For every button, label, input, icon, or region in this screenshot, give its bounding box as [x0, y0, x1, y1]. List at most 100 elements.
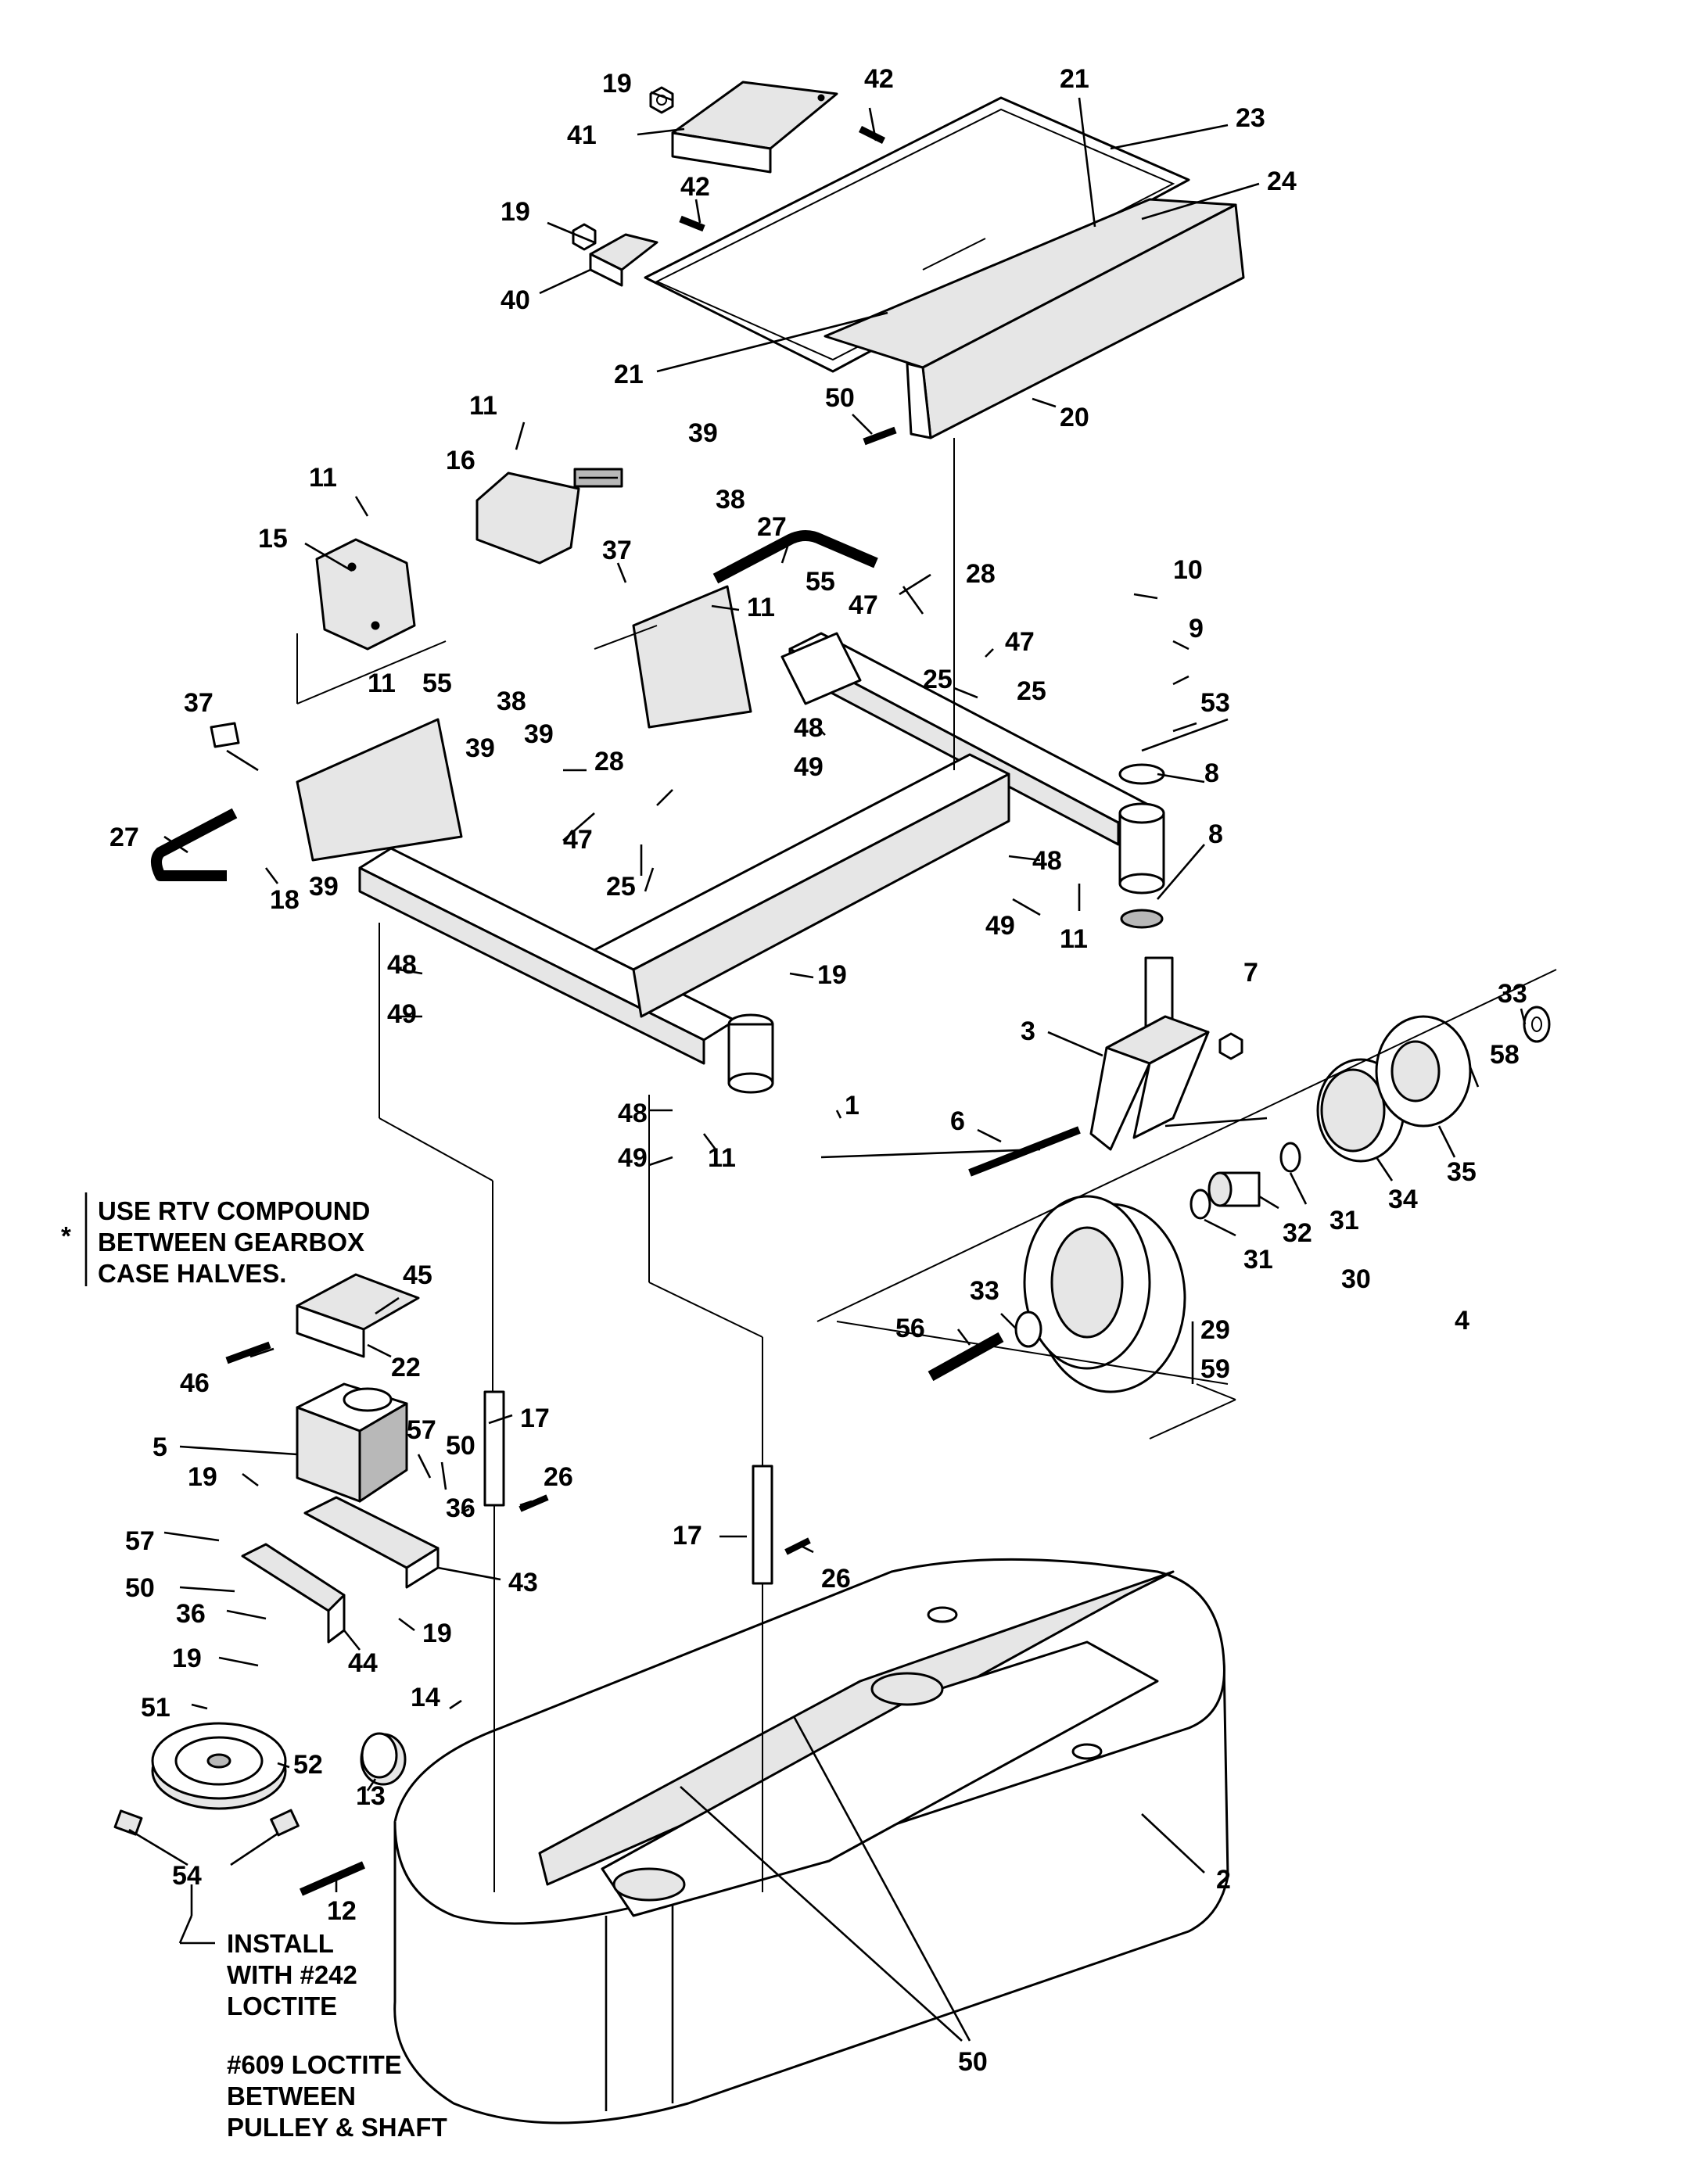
idler-13 [360, 1732, 407, 1786]
leader-lines [84, 91, 1527, 2042]
callout-label: 29 [1200, 1315, 1230, 1345]
callout-label: 19 [817, 960, 847, 990]
adapter-plate-44 [241, 1543, 346, 1644]
note-loctite-609: #609 LOCTITE BETWEEN PULLEY & SHAFT [227, 2050, 447, 2142]
callout-label: 10 [1173, 555, 1203, 585]
bolt-46 [225, 1341, 271, 1364]
callout-label: 38 [497, 687, 526, 716]
clip-37-left [210, 722, 240, 748]
callout-label: 27 [109, 823, 139, 852]
callout-label: 8 [1208, 819, 1223, 849]
callout-label: 36 [176, 1599, 206, 1629]
caster-fork-3 [1089, 956, 1210, 1151]
callout-label: 48 [618, 1099, 648, 1128]
callout-label: 33 [970, 1276, 999, 1306]
callout-label: 2 [1216, 1865, 1231, 1895]
mower-deck-2 [393, 1558, 1229, 2124]
caster-spindle-8 [1118, 763, 1165, 929]
callout-label: 11 [309, 463, 337, 493]
lift-handle-27-left [151, 808, 238, 881]
callout-label: 31 [1243, 1245, 1273, 1275]
callout-label: 20 [1060, 403, 1089, 432]
callout-label: 25 [606, 872, 636, 902]
callout-label: 59 [1200, 1354, 1230, 1384]
callout-label: 27 [757, 512, 787, 542]
callout-label: 42 [680, 172, 710, 202]
callout-label: 47 [1005, 627, 1035, 657]
callout-label: 51 [141, 1693, 170, 1723]
callout-label: 17 [520, 1404, 550, 1433]
callout-label: 39 [465, 733, 495, 763]
callout-label: 16 [446, 446, 475, 475]
insert-54-right [270, 1809, 300, 1837]
callout-label: 53 [1200, 688, 1230, 718]
bolt-50-cover [863, 426, 897, 446]
gearbox-cover-45 [296, 1273, 420, 1358]
callout-label: 57 [407, 1415, 436, 1445]
callout-label: 25 [1017, 676, 1046, 706]
callout-label: 41 [567, 120, 597, 150]
callout-label: 24 [1267, 167, 1297, 196]
callout-label: 28 [966, 559, 996, 589]
callout-label: 50 [825, 383, 855, 413]
hinge-bracket-41 [671, 81, 838, 174]
note-loctite-line: PULLEY & SHAFT [227, 2113, 447, 2142]
clip-pin-26-left [518, 1494, 549, 1512]
wheel-29 [1023, 1195, 1186, 1393]
callout-label: 55 [422, 669, 452, 698]
callout-label: 22 [391, 1353, 421, 1382]
callout-label: 46 [180, 1368, 210, 1398]
bolt-42-a [858, 125, 886, 145]
callout-label: 1 [845, 1091, 859, 1120]
callout-label: 11 [747, 593, 775, 622]
callout-label: 26 [821, 1564, 851, 1594]
callout-label: 15 [258, 524, 288, 554]
note-loctite-line: BETWEEN [227, 2081, 356, 2110]
callout-label: 3 [1021, 1016, 1035, 1046]
callout-label: 48 [1032, 846, 1062, 876]
callout-label: 4 [1455, 1306, 1469, 1336]
callout-label: 49 [794, 752, 824, 782]
callout-label: 25 [923, 665, 953, 694]
callout-label: 45 [403, 1260, 432, 1290]
callout-label: 21 [614, 360, 644, 389]
callout-label: 56 [895, 1314, 925, 1343]
callout-label: 48 [387, 950, 417, 980]
callout-label: 40 [501, 285, 530, 315]
callout-label: 28 [594, 747, 624, 776]
callout-label: 50 [125, 1573, 155, 1603]
callout-label: 47 [563, 825, 593, 855]
note-rtv-line: USE RTV COMPOUND [98, 1196, 370, 1225]
callout-label: 43 [508, 1568, 538, 1597]
note-rtv-line: BETWEEN GEARBOX [98, 1228, 364, 1257]
callout-label: 39 [688, 418, 718, 448]
callout-label: 21 [1060, 64, 1089, 94]
callout-label: 34 [1388, 1185, 1418, 1214]
callout-label: 9 [1189, 614, 1204, 644]
axle-56 [928, 1332, 1004, 1382]
nut-19-top [649, 86, 674, 114]
bolt-12 [299, 1861, 366, 1896]
callout-label: 13 [356, 1781, 386, 1811]
callout-label: 7 [1243, 958, 1258, 988]
callout-label: 49 [387, 999, 417, 1029]
callout-label: 19 [172, 1644, 202, 1673]
callout-label: 5 [152, 1432, 167, 1462]
clip-pin-26-right [784, 1537, 811, 1555]
callout-label: 30 [1341, 1264, 1371, 1294]
note-install: INSTALL WITH #242 LOCTITE [227, 1929, 357, 2020]
assembly-lines [296, 438, 1557, 1892]
callout-label: 32 [1283, 1218, 1312, 1248]
callout-label: 19 [188, 1462, 217, 1492]
callout-label: 26 [544, 1462, 573, 1492]
callout-label: 38 [716, 485, 745, 515]
washer-33-right [1523, 1006, 1551, 1043]
callout-label: 55 [806, 567, 835, 597]
callout-label: 52 [293, 1750, 323, 1780]
hanger-bracket-16 [475, 468, 623, 565]
deck-cover-24 [824, 198, 1245, 439]
callout-label: 37 [602, 536, 632, 565]
note-rtv: * USE RTV COMPOUND BETWEEN GEARBOX CASE … [61, 1196, 370, 1288]
callout-label: 37 [184, 688, 214, 718]
